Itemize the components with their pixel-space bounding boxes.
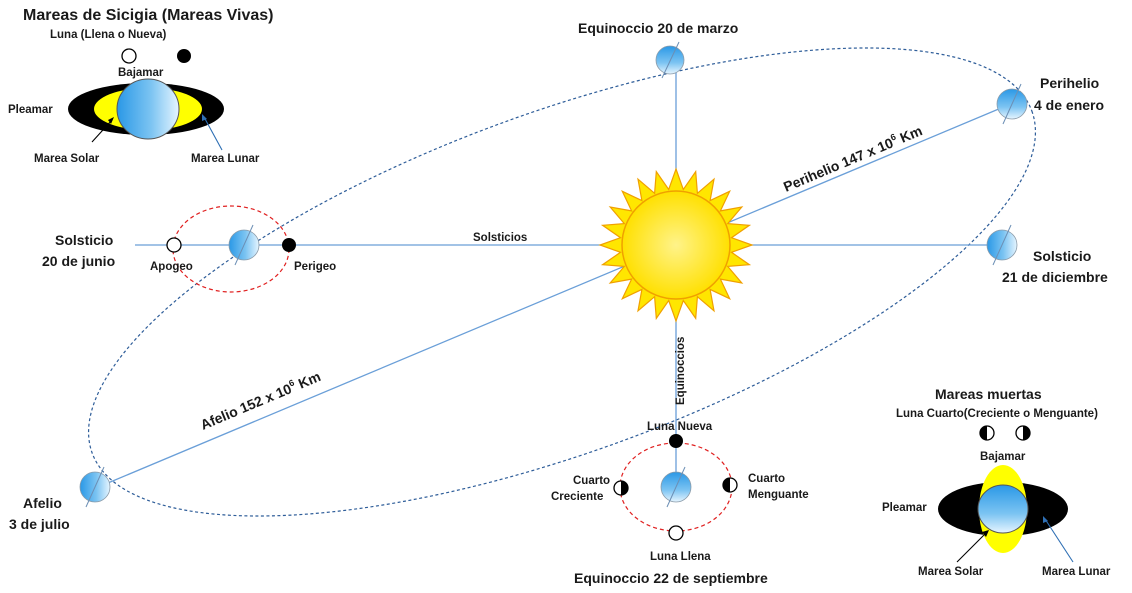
perigee-label: Perigeo — [294, 261, 336, 273]
spring-tide-moon-label: Luna (Llena o Nueva) — [50, 29, 166, 41]
spring-high-tide-label: Pleamar — [8, 104, 53, 116]
neap-low-tide-label: Bajamar — [980, 451, 1026, 463]
march-equinox-label: Equinoccio 20 de marzo — [578, 20, 738, 36]
last-quarter-line2: Menguante — [748, 489, 809, 501]
neap-lunar-tide-label: Marea Lunar — [1042, 566, 1111, 578]
apogee-label: Apogeo — [150, 261, 193, 273]
new-moon-icon — [669, 434, 683, 448]
june-solstice-date-label: 20 de junio — [42, 253, 115, 269]
last-quarter-moon-icon — [722, 477, 738, 493]
perihelion-date-label: 4 de enero — [1034, 97, 1104, 113]
solstices-axis-label: Solsticios — [473, 232, 527, 244]
earth-perihelion-icon — [996, 83, 1028, 125]
neap-high-tide-label: Pleamar — [882, 502, 927, 514]
earth-june-icon — [228, 224, 260, 266]
neap-tide-inset — [938, 425, 1074, 563]
equinoxes-axis-label: Equinoccios — [675, 337, 687, 405]
december-solstice-name-label: Solsticio — [1033, 248, 1091, 264]
december-solstice-date-label: 21 de diciembre — [1002, 269, 1108, 285]
first-quarter-small-icon — [979, 425, 995, 441]
last-quarter-small-icon — [1015, 425, 1031, 441]
first-quarter-line2: Creciente — [551, 491, 603, 503]
earth-inset-neap-icon — [977, 484, 1029, 534]
earth-march-icon — [655, 41, 685, 79]
neap-solar-tide-label: Marea Solar — [918, 566, 984, 578]
full-moon-icon — [668, 525, 684, 541]
aphelion-name-label: Afelio — [23, 495, 62, 511]
spring-tide-inset — [68, 48, 224, 151]
moon-perigee-icon — [282, 238, 296, 252]
new-moon-label: Luna Nueva — [647, 421, 713, 433]
neap-tide-title: Mareas muertas — [935, 386, 1042, 402]
earth-orbit — [87, 47, 1037, 517]
earth-aphelion-icon — [79, 466, 111, 508]
june-solstice-name-label: Solsticio — [55, 232, 113, 248]
spring-tide-title: Mareas de Sicigia (Mareas Vivas) — [23, 7, 274, 24]
first-quarter-line1: Cuarto — [573, 475, 610, 487]
neap-tide-moon-label: Luna Cuarto(Creciente o Menguante) — [896, 408, 1098, 420]
full-moon-label: Luna Llena — [650, 551, 711, 563]
sun-icon — [598, 167, 754, 323]
new-moon-small-icon — [177, 49, 191, 63]
aphelion-date-label: 3 de julio — [9, 516, 70, 532]
spring-lunar-tide-label: Marea Lunar — [191, 153, 260, 165]
full-moon-small-icon — [121, 48, 137, 64]
september-equinox-label: Equinoccio 22 de septiembre — [574, 570, 768, 586]
perihelion-distance-label: Perihelio 147 x 106 Km — [781, 121, 925, 194]
last-quarter-line1: Cuarto — [748, 473, 785, 485]
apsides-axis — [95, 102, 1014, 489]
perihelion-name-label: Perihelio — [1040, 75, 1099, 91]
first-quarter-moon-icon — [613, 480, 629, 496]
spring-low-tide-label: Bajamar — [118, 67, 164, 79]
earth-september-icon — [660, 466, 692, 508]
earth-inset-icon — [116, 78, 180, 140]
spring-solar-tide-label: Marea Solar — [34, 153, 100, 165]
earth-december-icon — [986, 224, 1018, 266]
moon-apogee-icon — [166, 237, 182, 253]
